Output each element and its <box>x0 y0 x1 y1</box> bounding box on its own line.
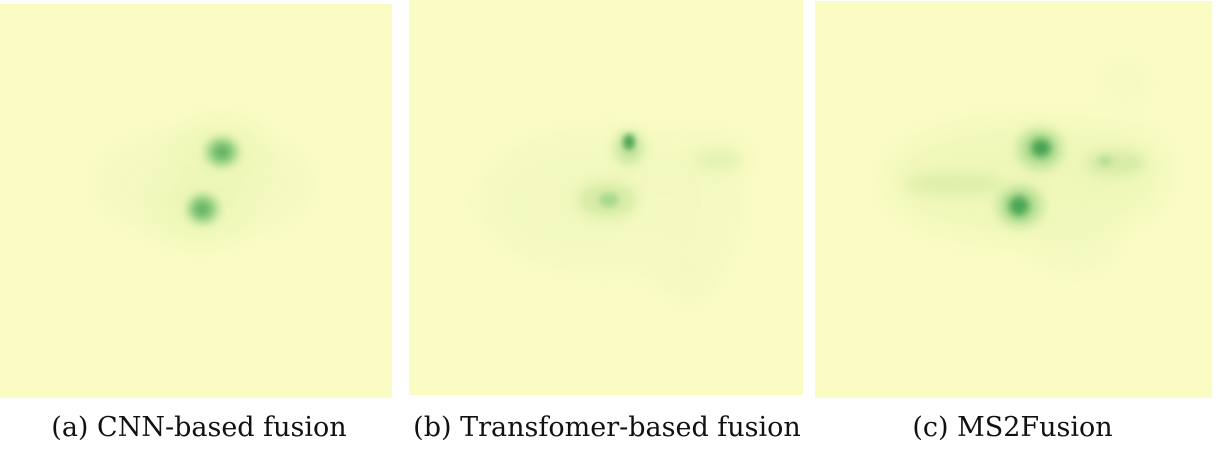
panel-transformer-based-fusion: (b) Transfomer-based fusion <box>409 0 803 460</box>
panel-ms2fusion: (c) MS2Fusion <box>815 0 1212 460</box>
attention-heatmap-b <box>409 0 803 395</box>
attention-heatmap-a <box>0 4 392 398</box>
heatmap-image-a <box>0 4 392 398</box>
attention-heatmap-c <box>815 1 1212 398</box>
caption-b: (b) Transfomer-based fusion <box>413 412 801 443</box>
panel-cnn-based-fusion: (a) CNN-based fusion <box>0 0 394 460</box>
caption-a: (a) CNN-based fusion <box>51 412 347 443</box>
heatmap-image-b <box>409 0 803 395</box>
caption-c: (c) MS2Fusion <box>912 412 1113 443</box>
heatmap-image-c <box>815 1 1212 398</box>
